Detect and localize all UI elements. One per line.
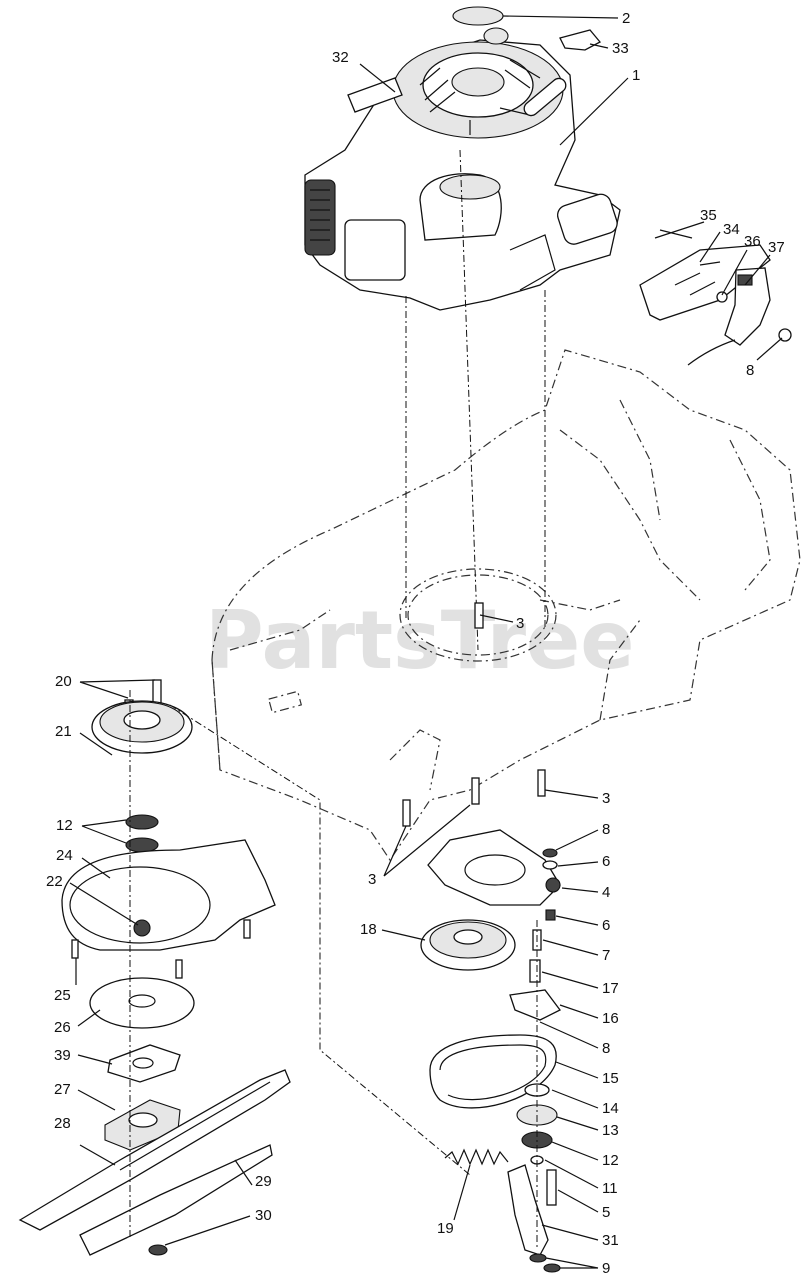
watermark: PartsTree [205,594,635,687]
callout-22: 22 [46,873,63,890]
callout-2: 2 [622,10,630,27]
callout-4: 4 [602,884,610,901]
callout-18: 18 [360,921,377,938]
callout-17: 17 [602,980,619,997]
callout-14: 14 [602,1100,619,1117]
callout-39: 39 [54,1047,71,1064]
belt-route-line [169,704,471,1176]
callout-20: 20 [55,673,72,690]
callout-11: 11 [602,1180,618,1197]
callout-34: 34 [723,221,740,238]
mower-deck-outline [211,349,801,862]
callout-6-top: 6 [602,853,610,870]
callout-1: 1 [632,67,640,84]
callout-35: 35 [700,207,717,224]
callout-33: 33 [612,40,629,57]
callout-15: 15 [602,1070,619,1087]
idler-belt-assembly [420,829,561,1273]
callout-31: 31 [602,1232,619,1249]
callout-26: 26 [54,1019,71,1036]
throttle-control-assembly [639,229,792,366]
callout-8-arm: 8 [602,1040,610,1057]
callout-5: 5 [602,1204,610,1221]
engine-assembly [304,27,621,311]
callout-13: 13 [602,1122,619,1139]
callout-30: 30 [255,1207,272,1224]
callout-19: 19 [437,1220,454,1237]
callout-27: 27 [54,1081,71,1098]
callout-3-deck: 3 [516,615,524,632]
fuel-cap-part [452,6,504,26]
callout-12-left: 12 [56,817,73,834]
callout-9: 9 [602,1260,610,1277]
blade-drive-assembly [18,679,291,1256]
callout-29: 29 [255,1173,272,1190]
callout-3-left: 3 [368,871,376,888]
callout-16: 16 [602,1010,619,1027]
callout-37: 37 [768,239,785,256]
callout-12-right: 12 [602,1152,619,1169]
callout-8-bracket: 8 [602,821,610,838]
callout-24: 24 [56,847,73,864]
decal-part-33 [559,29,602,51]
callout-3-right: 3 [602,790,610,807]
callout-7: 7 [602,947,610,964]
engine-mount-lines [405,149,546,651]
callout-6-bottom: 6 [602,917,610,934]
leader-lines [69,15,783,1269]
callout-25: 25 [54,987,71,1004]
callout-labels: 2 33 32 1 35 34 36 37 8 3 20 21 12 24 22… [46,10,785,1277]
callout-21: 21 [55,723,72,740]
callout-8-throttle: 8 [746,362,754,379]
mounting-bolts [402,602,546,827]
callout-28: 28 [54,1115,71,1132]
callout-36: 36 [744,233,761,250]
callout-32: 32 [332,49,349,66]
